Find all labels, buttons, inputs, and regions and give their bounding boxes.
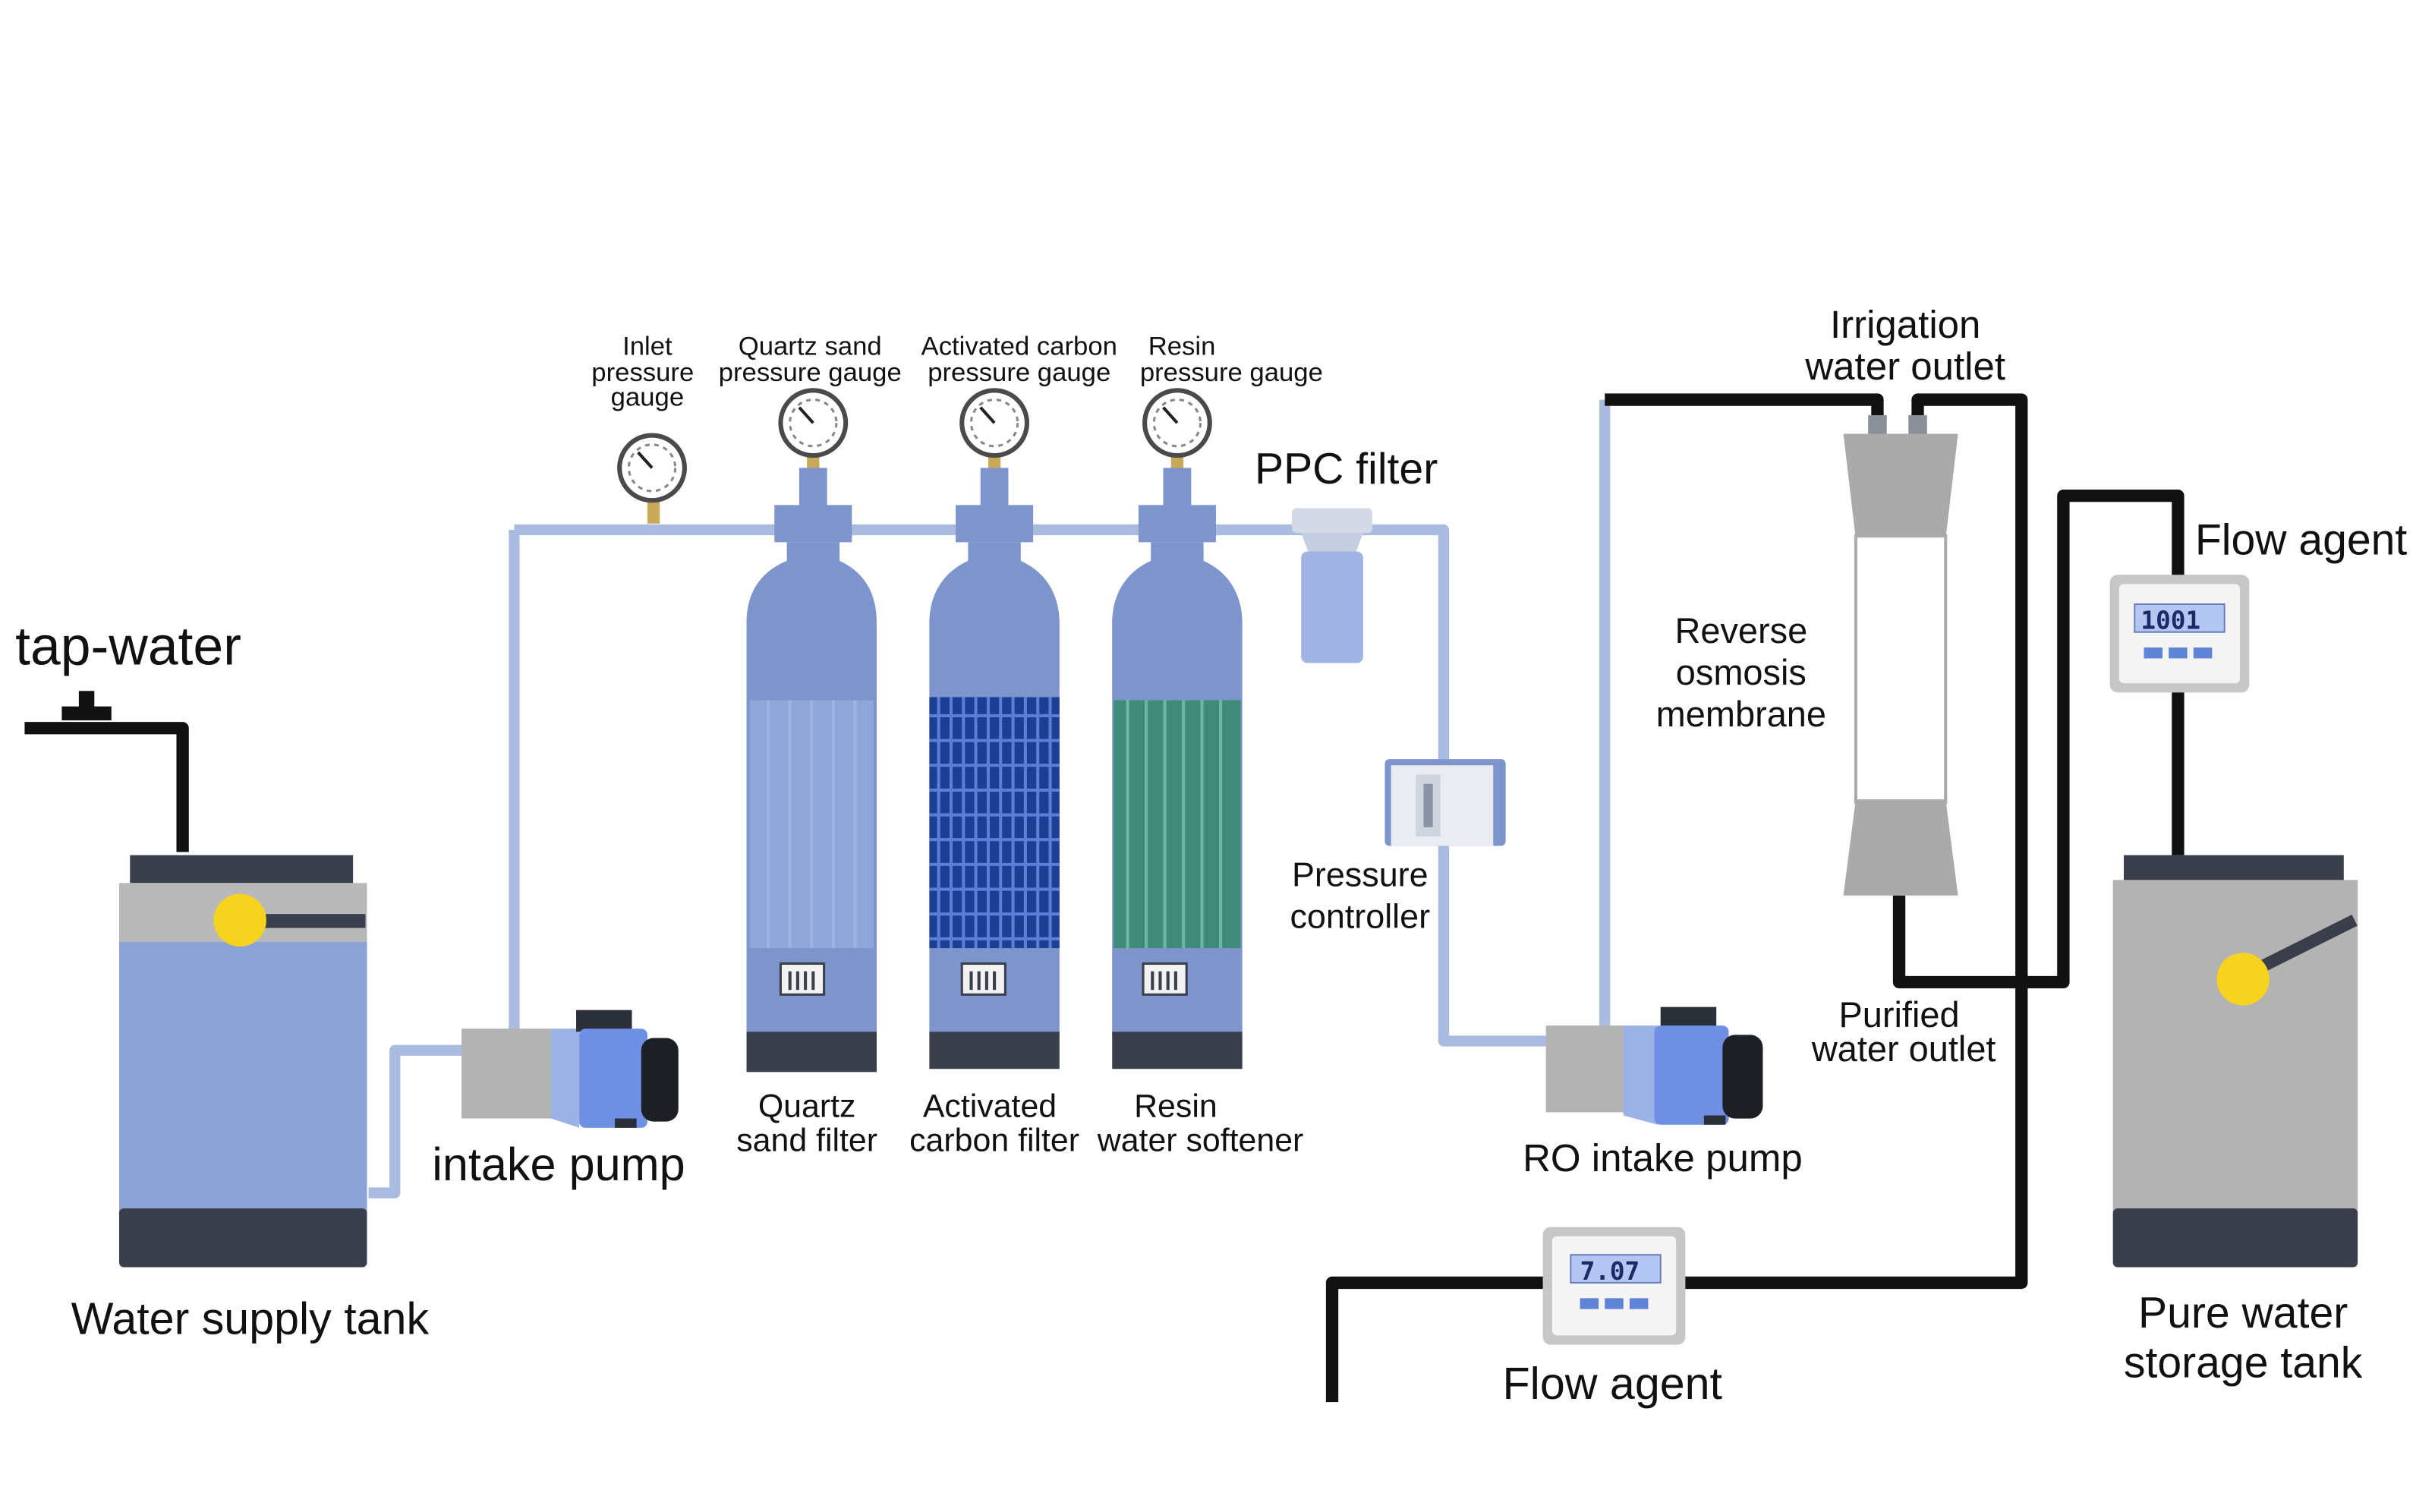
ro-intake-pump <box>1545 1006 1763 1125</box>
tap-water-pipe <box>24 722 189 852</box>
purified-outlet-label-2: water outlet <box>1811 1029 1996 1069</box>
flow-agent-bottom-label: Flow agent <box>1503 1358 1722 1409</box>
flow-meter-top-display: 1001 <box>2140 606 2200 635</box>
resin-gauge-label-1: Resin <box>1148 332 1216 361</box>
water-supply-tank <box>118 855 367 1268</box>
flow-agent-top-label: Flow agent <box>2195 516 2408 565</box>
pipe-to-drain <box>1325 1276 1546 1403</box>
black-pipe-network <box>24 393 2185 1403</box>
activated-carbon-filter-vessel <box>929 468 1060 1069</box>
pure-tank-label-2: storage tank <box>2124 1338 2363 1387</box>
resin-pressure-gauge <box>1142 388 1212 471</box>
ppc-filter-label: PPC filter <box>1255 445 1438 493</box>
intake-pump-label: intake pump <box>432 1139 685 1190</box>
ppc-filter <box>1291 508 1373 663</box>
inlet-gauge-label-1: Inlet <box>622 332 673 361</box>
carbon-filter-label-2: carbon filter <box>909 1122 1079 1158</box>
resin-gauge-label-2: pressure gauge <box>1140 358 1323 387</box>
carbon-filter-label-1: Activated <box>923 1088 1057 1125</box>
resin-softener-label-2: water softener <box>1097 1122 1304 1158</box>
resin-softener-label-1: Resin <box>1134 1088 1218 1125</box>
pipe-irrigation-outlet <box>1684 393 2028 1290</box>
resin-softener-vessel <box>1112 468 1243 1069</box>
inlet-gauge-label-3: gauge <box>611 383 684 412</box>
reverse-osmosis-membrane <box>1843 414 1958 896</box>
ro-membrane-label-3: membrane <box>1656 695 1826 734</box>
resin-media-lines <box>1126 700 1223 949</box>
pure-tank-label-1: Pure water <box>2138 1289 2348 1337</box>
quartz-filter-label-1: Quartz <box>758 1088 856 1125</box>
float-ball-icon <box>2216 953 2270 1006</box>
pipe-controller-to-ro-pump <box>1438 844 1552 1047</box>
quartz-gauge-label-2: pressure gauge <box>719 358 902 387</box>
carbon-gauge-label-1: Activated carbon <box>921 332 1117 361</box>
activated-carbon-pressure-gauge <box>959 388 1030 471</box>
pressure-controller-label-2: controller <box>1290 897 1430 936</box>
water-supply-tank-label: Water supply tank <box>71 1293 430 1343</box>
pipe-purified-outlet <box>1892 489 2185 989</box>
quartz-sand-pressure-gauge <box>778 388 849 471</box>
ro-membrane-label-2: osmosis <box>1676 653 1807 692</box>
tap-faucet-icon <box>61 691 112 721</box>
pressure-controller <box>1384 759 1506 846</box>
inlet-pressure-gauge <box>617 433 687 524</box>
pure-water-storage-tank <box>2112 855 2358 1268</box>
flow-meter-top: 1001 <box>2109 575 2250 693</box>
purified-outlet-label-1: Purified <box>1838 995 1959 1035</box>
flow-meter-bottom-display: 7.07 <box>1580 1257 1640 1286</box>
flow-meter-bottom: 7.07 <box>1542 1227 1686 1345</box>
quartz-filter-label-2: sand filter <box>736 1122 877 1158</box>
intake-pump <box>461 1010 679 1128</box>
pipe-tank-to-pump <box>368 1044 468 1199</box>
inlet-gauge-label-2: pressure <box>591 358 694 387</box>
irrigation-outlet-label-1: Irrigation <box>1830 303 1980 346</box>
quartz-media-lines <box>767 700 857 949</box>
pipe-to-membrane-left <box>1605 393 1884 437</box>
tap-water-label: tap-water <box>15 616 241 677</box>
irrigation-outlet-label-2: water outlet <box>1804 345 2005 388</box>
carbon-media-grid <box>929 697 1060 949</box>
diagram-labels: tap-water Water supply tank intake pump … <box>15 303 2407 1409</box>
ro-intake-pump-label: RO intake pump <box>1523 1136 1803 1180</box>
quartz-sand-filter-vessel <box>746 468 877 1073</box>
carbon-gauge-label-2: pressure gauge <box>928 358 1110 387</box>
float-ball-icon <box>213 893 266 947</box>
quartz-gauge-label-1: Quartz sand <box>739 332 882 361</box>
ro-membrane-label-1: Reverse <box>1674 611 1807 650</box>
pressure-controller-label-1: Pressure <box>1292 855 1429 893</box>
